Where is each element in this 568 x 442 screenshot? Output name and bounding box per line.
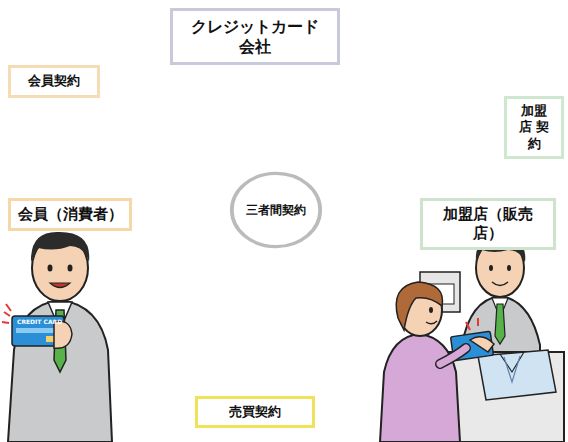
node-text: クレジットカード 会社	[191, 17, 319, 57]
contract-circle: 三者間契約	[229, 171, 323, 249]
node-text: 売買契約	[229, 404, 281, 420]
member-box: 会員（消費者）	[8, 198, 132, 231]
merchant-box: 加盟店（販売店）	[420, 198, 556, 250]
node-text: 会員（消費者）	[18, 205, 123, 224]
node-text: 加盟店（販売店）	[429, 205, 547, 243]
node-text: 加盟店 契約	[515, 103, 553, 152]
shop-figure	[380, 238, 564, 442]
contract-label-box: 売買契約	[195, 396, 315, 428]
node-text: 会員契約	[28, 73, 80, 89]
card-text: CREDIT CARD	[17, 318, 62, 325]
member-figure	[2, 232, 112, 442]
contract-label-box: 会員契約	[8, 65, 100, 98]
company-box: クレジットカード 会社	[170, 8, 340, 65]
node-text: 三者間契約	[246, 203, 306, 218]
contract-label-box: 加盟店 契約	[504, 96, 564, 159]
